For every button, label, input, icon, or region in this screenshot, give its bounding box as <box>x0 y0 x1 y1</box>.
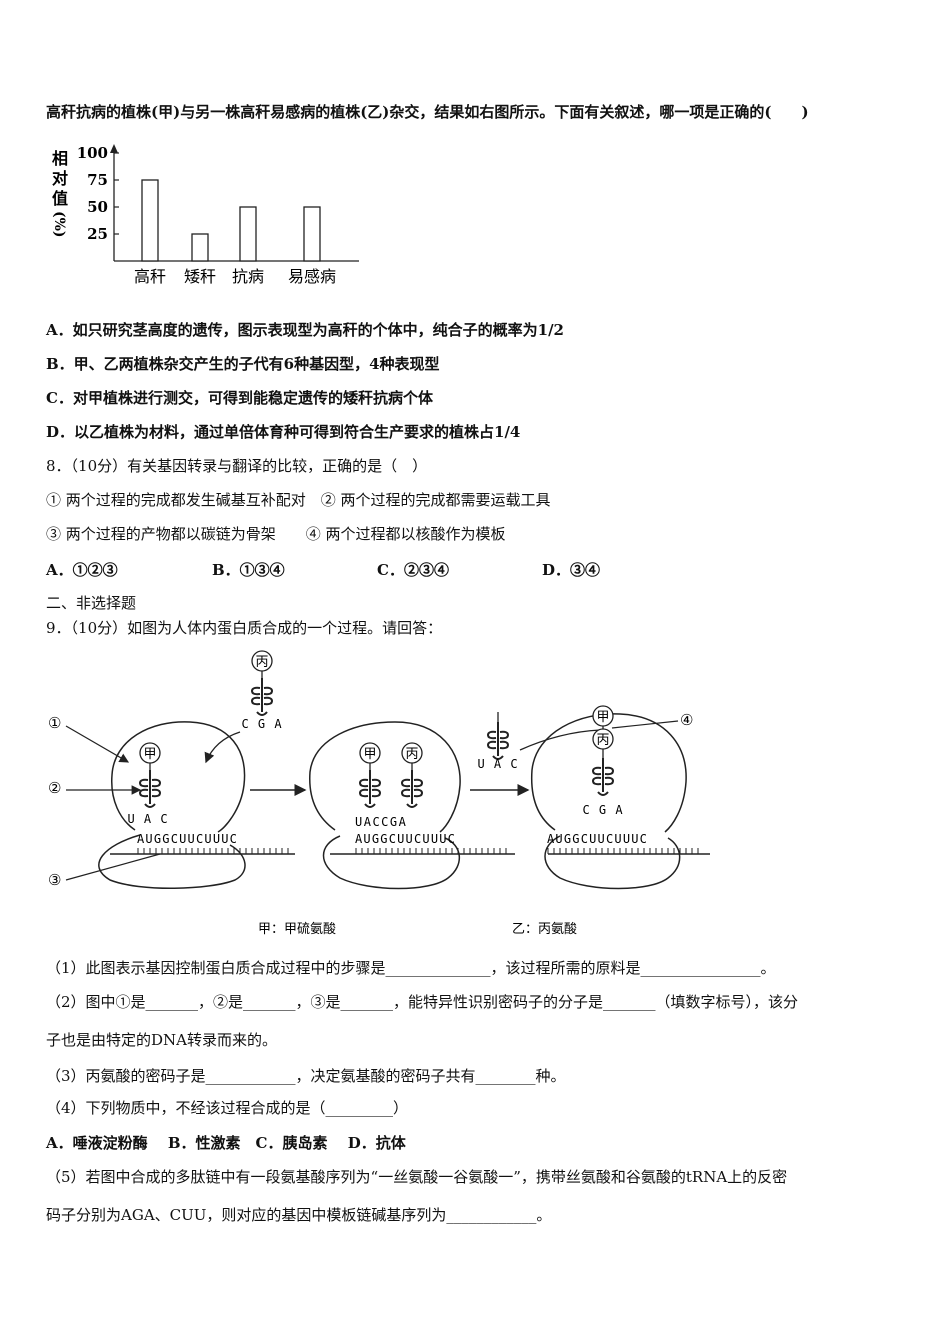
category-label-3: 易感病 <box>288 267 336 286</box>
free-trna-bing: 丙 C G A <box>241 650 282 731</box>
q9-part-1: （1）此图表示基因控制蛋白质合成过程中的步骤是______________，该过… <box>46 959 776 977</box>
q7-option-d: D．以乙植株为材料，通过单倍体育种可得到符合生产要求的植株占1/4 <box>46 423 521 441</box>
marker-4: ④ <box>680 711 693 729</box>
q9-stem: 9．（10分）如图为人体内蛋白质合成的一个过程。请回答： <box>46 619 443 637</box>
q9-part-5a: （5）若图中合成的多肽链中有一段氨基酸序列为“一丝氨酸一谷氨酸一”，携带丝氨酸和… <box>46 1168 788 1186</box>
y-label-1: 相 <box>52 149 68 168</box>
y-axis-arrow <box>110 144 118 153</box>
ribosome-2 <box>309 721 461 890</box>
aa-jia-label-2: 甲 <box>363 747 376 762</box>
q8-option-a: A．①②③ <box>46 561 118 579</box>
q7-option-a: A．如只研究茎高度的遗传，图示表现型为高秆的个体中，纯合子的概率为1/2 <box>46 321 564 339</box>
y-tick-label-1: 50 <box>87 198 108 216</box>
bar-chart: 相 对 值 (%) 25 50 75 100 高秆矮秆抗病 易感病 <box>51 144 359 286</box>
aa-jia-label-1: 甲 <box>143 747 156 762</box>
category-label-1: 矮秆 <box>184 267 216 286</box>
legend-jia: 甲：甲硫氨酸 <box>258 922 336 937</box>
aa-jia-label-3: 甲 <box>596 710 609 725</box>
translation-diagram: 丙 C G A 甲 U A C AUGGCUUCUUUC ① ② ③ 甲 丙 U… <box>48 650 710 937</box>
released-trna: U A C <box>477 712 518 771</box>
anticodon-uaccga: UACCGA <box>355 815 407 829</box>
y-tick-label-3: 100 <box>77 144 108 162</box>
legend-yi: 乙：丙氨酸 <box>512 922 577 937</box>
q9-part-2b: 子也是由特定的DNA转录而来的。 <box>46 1031 277 1049</box>
y-label-3: 值 <box>52 189 68 208</box>
anticodon-cga-free: C G A <box>241 717 282 731</box>
bar-2 <box>239 206 257 262</box>
marker-1: ① <box>48 714 61 732</box>
q7-option-b: B．甲、乙两植株杂交产生的子代有6种基因型，4种表现型 <box>46 355 440 373</box>
mrna-sequence-1: AUGGCUUCUUUC <box>137 832 238 846</box>
aa-bing-label-2: 丙 <box>405 747 418 762</box>
q9-part-4: （4）下列物质中，不经该过程合成的是（_________） <box>46 1099 409 1117</box>
ribosome-1 <box>98 721 246 889</box>
q7-option-c: C．对甲植株进行测交，可得到能稳定遗传的矮秆抗病个体 <box>46 389 433 407</box>
aa-bing-label-3: 丙 <box>596 733 609 748</box>
category-label-2: 抗病 <box>232 267 264 286</box>
bar-0 <box>141 179 159 262</box>
y-tick-label-2: 75 <box>87 171 108 189</box>
anticodon-uac-1: U A C <box>127 812 168 826</box>
q8-statements-1-2: ① 两个过程的完成都发生碱基互补配对 ② 两个过程的完成都需要运载工具 <box>46 491 551 509</box>
q8-stem: 8．（10分）有关基因转录与翻译的比较，正确的是（ ） <box>46 457 428 475</box>
q8-option-b: B．①③④ <box>212 561 285 579</box>
q7-stem: 高秆抗病的植株(甲)与另一株高秆易感病的植株(乙)杂交，结果如右图所示。下面有关… <box>46 103 809 121</box>
anticodon-uac-released: U A C <box>477 757 518 771</box>
q8-statements-3-4: ③ 两个过程的产物都以碳链为骨架 ④ 两个过程都以核酸作为模板 <box>46 525 506 543</box>
marker-3: ③ <box>48 871 61 889</box>
section-heading: 二、非选择题 <box>46 594 137 612</box>
q9-part-3: （3）丙氨酸的密码子是____________，决定氨基酸的密码子共有_____… <box>46 1067 566 1085</box>
bar-3 <box>303 206 321 262</box>
q8-option-c: C．②③④ <box>377 561 449 579</box>
q9-part-5b: 码子分别为AGA、CUU，则对应的基因中模板链碱基序列为____________… <box>46 1206 552 1224</box>
anticodon-cga-3: C G A <box>582 803 623 817</box>
category-label-0: 高秆 <box>134 267 166 286</box>
y-label-unit: (%) <box>51 211 67 238</box>
aa-bing-label: 丙 <box>255 655 268 670</box>
ribosome-3 <box>530 713 687 890</box>
y-tick-label-0: 25 <box>87 225 108 243</box>
marker-2: ② <box>48 779 61 797</box>
q8-option-d: D．③④ <box>542 561 601 579</box>
mrna-sequence-2: AUGGCUUCUUUC <box>355 832 456 846</box>
q9-part-2a: （2）图中①是_______，②是_______，③是_______，能特异性识… <box>46 993 799 1011</box>
mrna-sequence-3: AUGGCUUCUUUC <box>547 832 648 846</box>
bar-1 <box>191 233 209 262</box>
y-label-2: 对 <box>52 169 68 188</box>
q9-part-4-options: A．唾液淀粉酶 B．性激素 C．胰岛素 D．抗体 <box>46 1134 406 1152</box>
